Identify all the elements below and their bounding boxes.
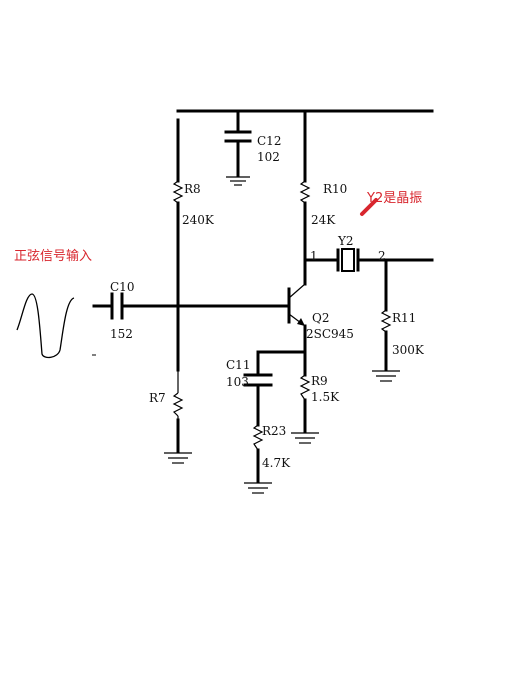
ground-c12	[226, 176, 250, 186]
ground-r11	[372, 370, 400, 382]
sine-wave-icon	[16, 293, 75, 359]
r9-name: R9	[311, 374, 328, 388]
r23-name: R23	[262, 424, 286, 438]
y2-pin2-label: 2	[378, 249, 386, 263]
capacitor-c12	[224, 130, 252, 143]
capacitor-c11	[243, 373, 273, 387]
ground-r7	[164, 452, 192, 464]
transistor-q2	[287, 283, 306, 327]
resistor-r10	[299, 180, 311, 204]
wires	[92, 109, 434, 484]
r8-value: 240K	[182, 213, 215, 227]
y2-pin1-label: 1	[310, 249, 318, 263]
capacitor-c10	[110, 292, 124, 320]
r8-name: R8	[184, 182, 201, 196]
ground-r23	[244, 482, 272, 494]
c11-value: 103	[226, 375, 249, 389]
q2-part: 2SC945	[306, 327, 354, 341]
pointer-mark	[360, 198, 378, 216]
resistor-r23	[252, 424, 264, 451]
crystal-y2	[336, 248, 360, 272]
c12-value: 102	[257, 150, 280, 164]
c12-name: C12	[257, 134, 281, 148]
r10-name: R10	[323, 182, 347, 196]
c11-name: C11	[226, 358, 250, 372]
r10-value: 24K	[311, 213, 336, 227]
c10-name: C10	[110, 280, 134, 294]
resistor-r11	[380, 309, 392, 333]
r23-value: 4.7K	[262, 456, 291, 470]
q2-name: Q2	[312, 311, 329, 325]
resistor-r7	[172, 370, 184, 420]
resistor-r8	[172, 180, 184, 204]
c10-value: 152	[110, 327, 133, 341]
crystal-note: Y2是晶振	[366, 191, 422, 206]
r11-value: 300K	[392, 343, 425, 357]
input-note: 正弦信号输入	[14, 248, 92, 264]
r9-value: 1.5K	[311, 390, 340, 404]
resistor-r9	[299, 374, 311, 401]
r7-name: R7	[149, 391, 166, 405]
y2-name: Y2	[337, 234, 354, 248]
emitter-arrow	[297, 318, 305, 326]
r11-name: R11	[392, 311, 416, 325]
ground-r9	[291, 432, 319, 444]
